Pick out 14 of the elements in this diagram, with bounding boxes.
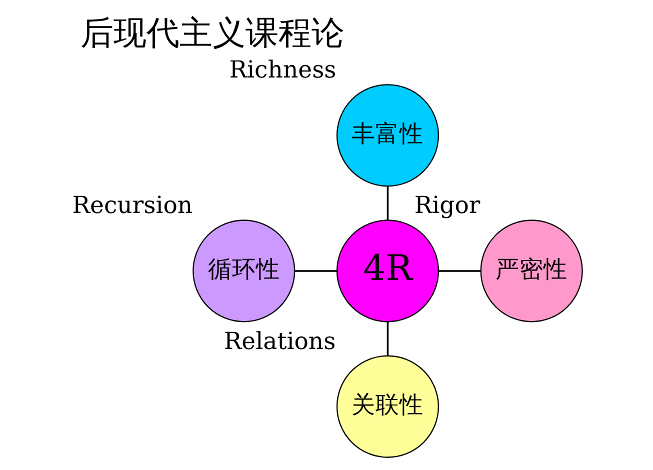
node-circle: 关联性 [336, 355, 439, 458]
connector [386, 322, 388, 356]
diagram-title: 后现代主义课程论 [80, 12, 344, 52]
node-label: Rigor [414, 191, 480, 220]
node-circle: 循环性 [192, 220, 295, 322]
connector [294, 270, 337, 272]
connector [386, 186, 388, 220]
node-circle: 严密性 [480, 220, 582, 322]
node-label: Relations [223, 326, 336, 355]
connector [438, 270, 480, 272]
node-label: Recursion [72, 191, 192, 220]
node-circle: 4R [336, 220, 439, 322]
node-circle: 丰富性 [336, 84, 439, 187]
node-label: Richness [228, 56, 336, 84]
